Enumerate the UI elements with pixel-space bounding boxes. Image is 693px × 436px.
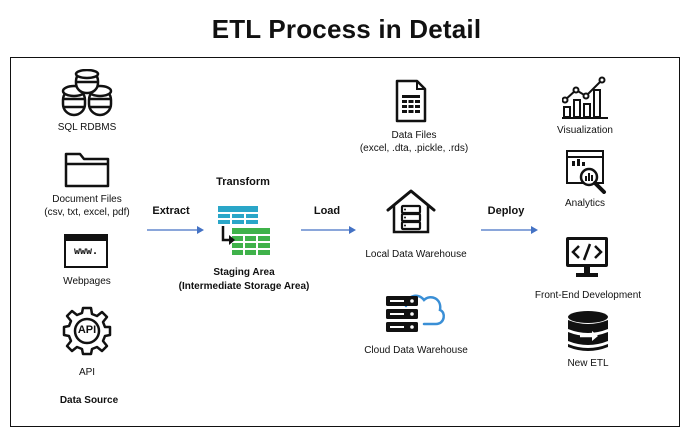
analytics-magnifier-icon bbox=[566, 150, 608, 194]
load-arrow bbox=[301, 225, 357, 235]
load-label: Load bbox=[313, 205, 341, 217]
deploy-arrow bbox=[481, 225, 539, 235]
document-files-label: Document Files bbox=[52, 194, 122, 205]
spreadsheet-file-icon bbox=[395, 79, 427, 123]
cloud-data-warehouse-label: Cloud Data Warehouse bbox=[364, 345, 468, 356]
extract-arrow bbox=[147, 225, 205, 235]
diagram-frame bbox=[10, 57, 680, 427]
data-files-label: Data Files bbox=[391, 130, 437, 141]
data-source-caption: Data Source bbox=[59, 395, 119, 406]
staging-area-label: Staging Area bbox=[213, 267, 275, 278]
document-files-sub: (csv, txt, excel, pdf) bbox=[44, 207, 130, 218]
api-icon-text: API bbox=[77, 324, 97, 336]
transform-label: Transform bbox=[216, 176, 270, 188]
visualization-chart-icon bbox=[562, 76, 608, 120]
staging-area-sub: (Intermediate Storage Area) bbox=[178, 281, 310, 292]
sql-rdbms-label: SQL RDBMS bbox=[57, 122, 117, 133]
analytics-label: Analytics bbox=[564, 198, 606, 209]
local-data-warehouse-label: Local Data Warehouse bbox=[365, 249, 467, 260]
new-etl-label: New ETL bbox=[567, 358, 609, 369]
new-etl-database-icon bbox=[567, 310, 609, 354]
visualization-label: Visualization bbox=[557, 125, 613, 136]
cloud-server-icon bbox=[384, 288, 446, 336]
webpages-label: Webpages bbox=[63, 276, 111, 287]
code-monitor-icon bbox=[565, 236, 609, 278]
api-label: API bbox=[78, 367, 96, 378]
folder-icon bbox=[64, 150, 110, 188]
extract-label: Extract bbox=[152, 205, 190, 217]
webpage-icon: www. bbox=[64, 234, 108, 268]
sql-database-icon bbox=[61, 69, 113, 119]
data-files-sub: (excel, .dta, .pickle, .rds) bbox=[359, 143, 469, 154]
staging-table-icon bbox=[218, 206, 270, 258]
deploy-label: Deploy bbox=[487, 205, 525, 217]
front-end-development-label: Front-End Development bbox=[534, 290, 642, 301]
api-gear-icon: API bbox=[62, 306, 112, 356]
www-text: www. bbox=[73, 246, 99, 257]
warehouse-house-icon bbox=[386, 188, 436, 234]
page-title: ETL Process in Detail bbox=[211, 14, 482, 44]
